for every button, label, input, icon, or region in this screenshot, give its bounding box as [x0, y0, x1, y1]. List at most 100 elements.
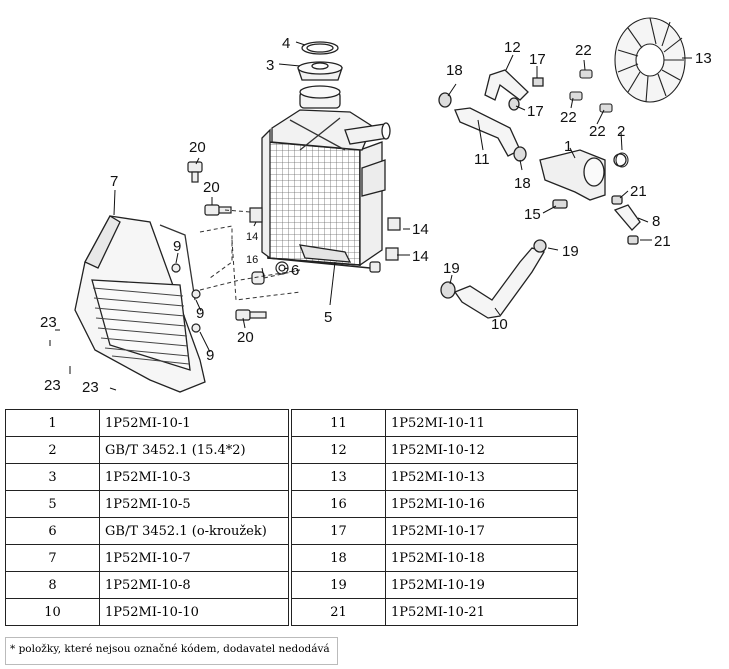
part-code: 1P52MI-10-18: [385, 544, 578, 572]
callout-18: 18: [514, 175, 531, 192]
callout-18: 18: [446, 62, 463, 79]
callout-17: 17: [527, 103, 544, 120]
hose-lower-part: [440, 195, 641, 319]
callout-20: 20: [203, 179, 220, 196]
part-code: 1P52MI-10-11: [385, 409, 578, 437]
callout-6: 6: [291, 262, 299, 279]
part-code: 1P52MI-10-12: [385, 436, 578, 464]
callout-2: 2: [617, 123, 625, 140]
callout-14: 14: [412, 221, 429, 238]
part-code: 1P52MI-10-10: [99, 598, 289, 626]
part-number: 10: [5, 598, 100, 626]
callout-16: 16: [246, 254, 258, 266]
callout-17: 17: [529, 51, 546, 68]
part-code: 1P52MI-10-21: [385, 598, 578, 626]
callout-19: 19: [562, 243, 579, 260]
part-code: 1P52MI-10-16: [385, 490, 578, 518]
callout-9: 9: [173, 238, 181, 255]
callout-10: 10: [491, 316, 508, 333]
callout-22: 22: [589, 123, 606, 140]
part-code: 1P52MI-10-1: [99, 409, 289, 437]
callout-19: 19: [443, 260, 460, 277]
part-code: 1P52MI-10-17: [385, 517, 578, 545]
leader-lines: [49, 41, 692, 391]
callout-9: 9: [196, 305, 204, 322]
part-number: 18: [291, 544, 386, 572]
radiator-part: [261, 85, 391, 269]
part-number: 13: [291, 463, 386, 491]
callout-21: 21: [630, 183, 647, 200]
callout-8: 8: [652, 213, 660, 230]
part-number: 19: [291, 571, 386, 599]
part-number: 12: [291, 436, 386, 464]
callout-7: 7: [110, 173, 118, 190]
callout-21: 21: [654, 233, 671, 250]
callout-3: 3: [266, 57, 274, 74]
hose-upper-part: [438, 69, 544, 162]
radiator-cap-part: [297, 41, 343, 81]
callout-4: 4: [282, 35, 290, 52]
part-number: 6: [5, 517, 100, 545]
part-number: 3: [5, 463, 100, 491]
callout-20: 20: [237, 329, 254, 346]
callout-5: 5: [324, 309, 332, 326]
fan-part: [569, 17, 686, 168]
callout-14: 14: [246, 231, 258, 243]
exploded-parts-diagram: 1 2 3 4 5 6 7 8 9 9 9 10 11 12 13 14 14 …: [40, 17, 712, 396]
thermostat-housing-part: [539, 149, 627, 209]
callout-9: 9: [206, 347, 214, 364]
part-code: 1P52MI-10-3: [99, 463, 289, 491]
part-number: 2: [5, 436, 100, 464]
part-code: 1P52MI-10-19: [385, 571, 578, 599]
callout-1: 1: [564, 138, 572, 155]
callout-22: 22: [575, 42, 592, 59]
part-code: GB/T 3452.1 (o-kroužek): [99, 517, 289, 545]
callout-11: 11: [474, 151, 490, 168]
callout-12: 12: [504, 39, 521, 56]
callout-14: 14: [412, 248, 429, 265]
callout-22: 22: [560, 109, 577, 126]
part-code: 1P52MI-10-7: [99, 544, 289, 572]
part-number: 5: [5, 490, 100, 518]
assembly-lines: [199, 209, 301, 301]
callout-15: 15: [524, 206, 541, 223]
radiator-guard-part: [74, 215, 206, 393]
callout-23: 23: [82, 379, 99, 396]
part-number: 8: [5, 571, 100, 599]
part-code: GB/T 3452.1 (15.4*2): [99, 436, 289, 464]
part-number: 11: [291, 409, 386, 437]
callout-23: 23: [44, 377, 61, 394]
part-code: 1P52MI-10-13: [385, 463, 578, 491]
footnote: * položky, které nejsou označné kódem, d…: [5, 637, 338, 665]
part-number: 17: [291, 517, 386, 545]
part-number: 7: [5, 544, 100, 572]
callout-20: 20: [189, 139, 206, 156]
fastener-parts: [171, 161, 401, 333]
part-number: 1: [5, 409, 100, 437]
part-code: 1P52MI-10-5: [99, 490, 289, 518]
part-number: 16: [291, 490, 386, 518]
callout-23: 23: [40, 314, 57, 331]
part-number: 21: [291, 598, 386, 626]
callout-labels: 1 2 3 4 5 6 7 8 9 9 9 10 11 12 13 14 14 …: [40, 35, 712, 396]
callout-13: 13: [695, 50, 712, 67]
part-code: 1P52MI-10-8: [99, 571, 289, 599]
